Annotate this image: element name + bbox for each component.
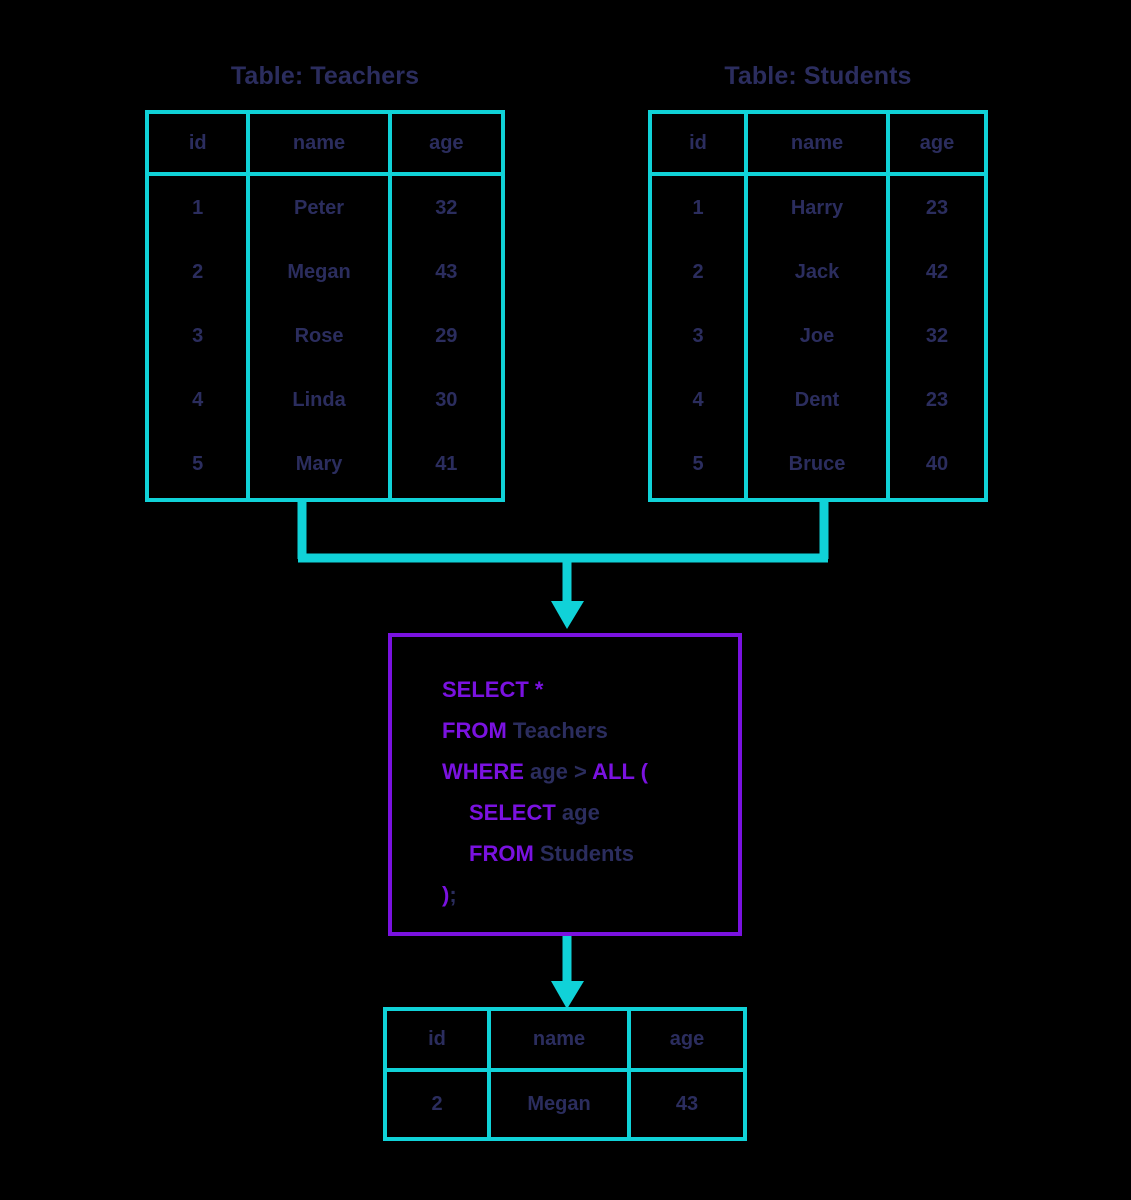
arrowhead-into-query bbox=[551, 601, 584, 629]
table-cell: 4 bbox=[692, 388, 704, 411]
table-cell: Linda bbox=[292, 388, 346, 411]
students-col-name: Harry Jack Joe Dent Bruce bbox=[744, 176, 886, 498]
students-body: 1 2 3 4 5 Harry Jack Joe Dent Bruce 23 4… bbox=[652, 176, 984, 498]
table-cell: Bruce bbox=[788, 452, 846, 475]
teachers-table: id name age 1 2 3 4 5 Peter Megan Rose L… bbox=[145, 110, 505, 502]
table-cell: 3 bbox=[692, 324, 704, 347]
table-cell: 29 bbox=[435, 324, 458, 347]
table-cell: 41 bbox=[435, 452, 458, 475]
teachers-col-id: 1 2 3 4 5 bbox=[149, 176, 246, 498]
teachers-col-name: Peter Megan Rose Linda Mary bbox=[246, 176, 387, 498]
table-cell: 2 bbox=[192, 260, 204, 283]
table-cell: Megan bbox=[287, 260, 351, 283]
column-header: id bbox=[428, 1028, 446, 1050]
column-header: id bbox=[188, 131, 207, 154]
result-col-id: 2 bbox=[387, 1072, 487, 1137]
table-cell: 23 bbox=[925, 196, 949, 219]
sql-identifier: Students bbox=[533, 841, 634, 866]
table-cell: 42 bbox=[925, 260, 949, 283]
table-cell: 3 bbox=[192, 324, 204, 347]
table-cell: 43 bbox=[435, 260, 458, 283]
teachers-col-age: 32 43 29 30 41 bbox=[387, 176, 501, 498]
table-cell: Joe bbox=[799, 324, 835, 347]
teachers-table-title: Table: Teachers bbox=[230, 62, 420, 90]
table-cell: Dent bbox=[794, 388, 840, 411]
teachers-header-col-age: age bbox=[387, 114, 501, 172]
students-header-col-id: id bbox=[652, 114, 744, 172]
table-cell: 40 bbox=[925, 452, 949, 475]
table-cell: Megan bbox=[527, 1093, 591, 1115]
teachers-header-col-id: id bbox=[149, 114, 246, 172]
column-header: name bbox=[790, 131, 844, 154]
column-header: age bbox=[669, 1028, 705, 1050]
table-cell: Rose bbox=[294, 324, 344, 347]
students-header-col-age: age bbox=[886, 114, 984, 172]
table-cell: 5 bbox=[692, 452, 704, 475]
sql-keyword: SELECT bbox=[442, 677, 529, 702]
sql-line: SELECT age bbox=[442, 792, 648, 833]
students-header-row: id name age bbox=[652, 114, 984, 176]
column-header: name bbox=[292, 131, 346, 154]
result-body: 2 Megan 43 bbox=[387, 1072, 743, 1137]
table-cell: 4 bbox=[192, 388, 204, 411]
sql-identifier: Teachers bbox=[506, 718, 608, 743]
table-cell: Harry bbox=[790, 196, 844, 219]
sql-identifier: age > bbox=[523, 759, 593, 784]
table-cell: 1 bbox=[192, 196, 204, 219]
sql-identifier: ; bbox=[449, 882, 457, 907]
table-cell: 2 bbox=[431, 1093, 443, 1115]
sql-keyword: SELECT bbox=[469, 800, 556, 825]
result-header-row: id name age bbox=[387, 1011, 743, 1072]
students-table: id name age 1 2 3 4 5 Harry Jack Joe Den… bbox=[648, 110, 988, 502]
students-header-col-name: name bbox=[744, 114, 886, 172]
arrowhead-into-result bbox=[551, 981, 584, 1009]
sql-keyword: WHERE bbox=[442, 759, 524, 784]
table-cell: Peter bbox=[294, 196, 345, 219]
result-header-col-name: name bbox=[487, 1011, 627, 1068]
sql-line: FROM Teachers bbox=[442, 710, 648, 751]
result-col-age: 43 bbox=[627, 1072, 743, 1137]
teachers-body: 1 2 3 4 5 Peter Megan Rose Linda Mary 32… bbox=[149, 176, 501, 498]
teachers-header-col-name: name bbox=[246, 114, 387, 172]
students-table-title: Table: Students bbox=[724, 62, 912, 90]
teachers-header-row: id name age bbox=[149, 114, 501, 176]
column-header: name bbox=[532, 1028, 586, 1050]
sql-keyword: ( bbox=[640, 759, 648, 784]
sql-keyword: FROM bbox=[442, 718, 507, 743]
column-header: id bbox=[689, 131, 707, 154]
column-header: age bbox=[429, 131, 464, 154]
sql-keyword: FROM bbox=[469, 841, 534, 866]
sql-line: FROM Students bbox=[442, 833, 648, 874]
students-col-id: 1 2 3 4 5 bbox=[652, 176, 744, 498]
table-cell: 32 bbox=[925, 324, 949, 347]
result-col-name: Megan bbox=[487, 1072, 627, 1137]
table-cell: 43 bbox=[675, 1093, 699, 1115]
sql-keyword: * bbox=[534, 677, 544, 702]
sql-keyword: ) bbox=[442, 882, 450, 907]
table-cell: Jack bbox=[794, 260, 840, 283]
sql-line: WHERE age > ALL ( bbox=[442, 751, 648, 792]
table-cell: 32 bbox=[435, 196, 458, 219]
column-header: age bbox=[919, 131, 955, 154]
sql-line: ); bbox=[442, 874, 648, 915]
table-cell: 1 bbox=[692, 196, 704, 219]
sql-identifier: age bbox=[555, 800, 600, 825]
table-cell: 30 bbox=[435, 388, 458, 411]
table-cell: 5 bbox=[192, 452, 204, 475]
sql-line: SELECT * bbox=[442, 669, 648, 710]
table-cell: 23 bbox=[925, 388, 949, 411]
result-header-col-id: id bbox=[387, 1011, 487, 1068]
result-header-col-age: age bbox=[627, 1011, 743, 1068]
table-cell: Mary bbox=[295, 452, 343, 475]
students-col-age: 23 42 32 23 40 bbox=[886, 176, 984, 498]
sql-keyword: ALL bbox=[592, 759, 635, 784]
table-cell: 2 bbox=[692, 260, 704, 283]
result-table: id name age 2 Megan 43 bbox=[383, 1007, 747, 1141]
